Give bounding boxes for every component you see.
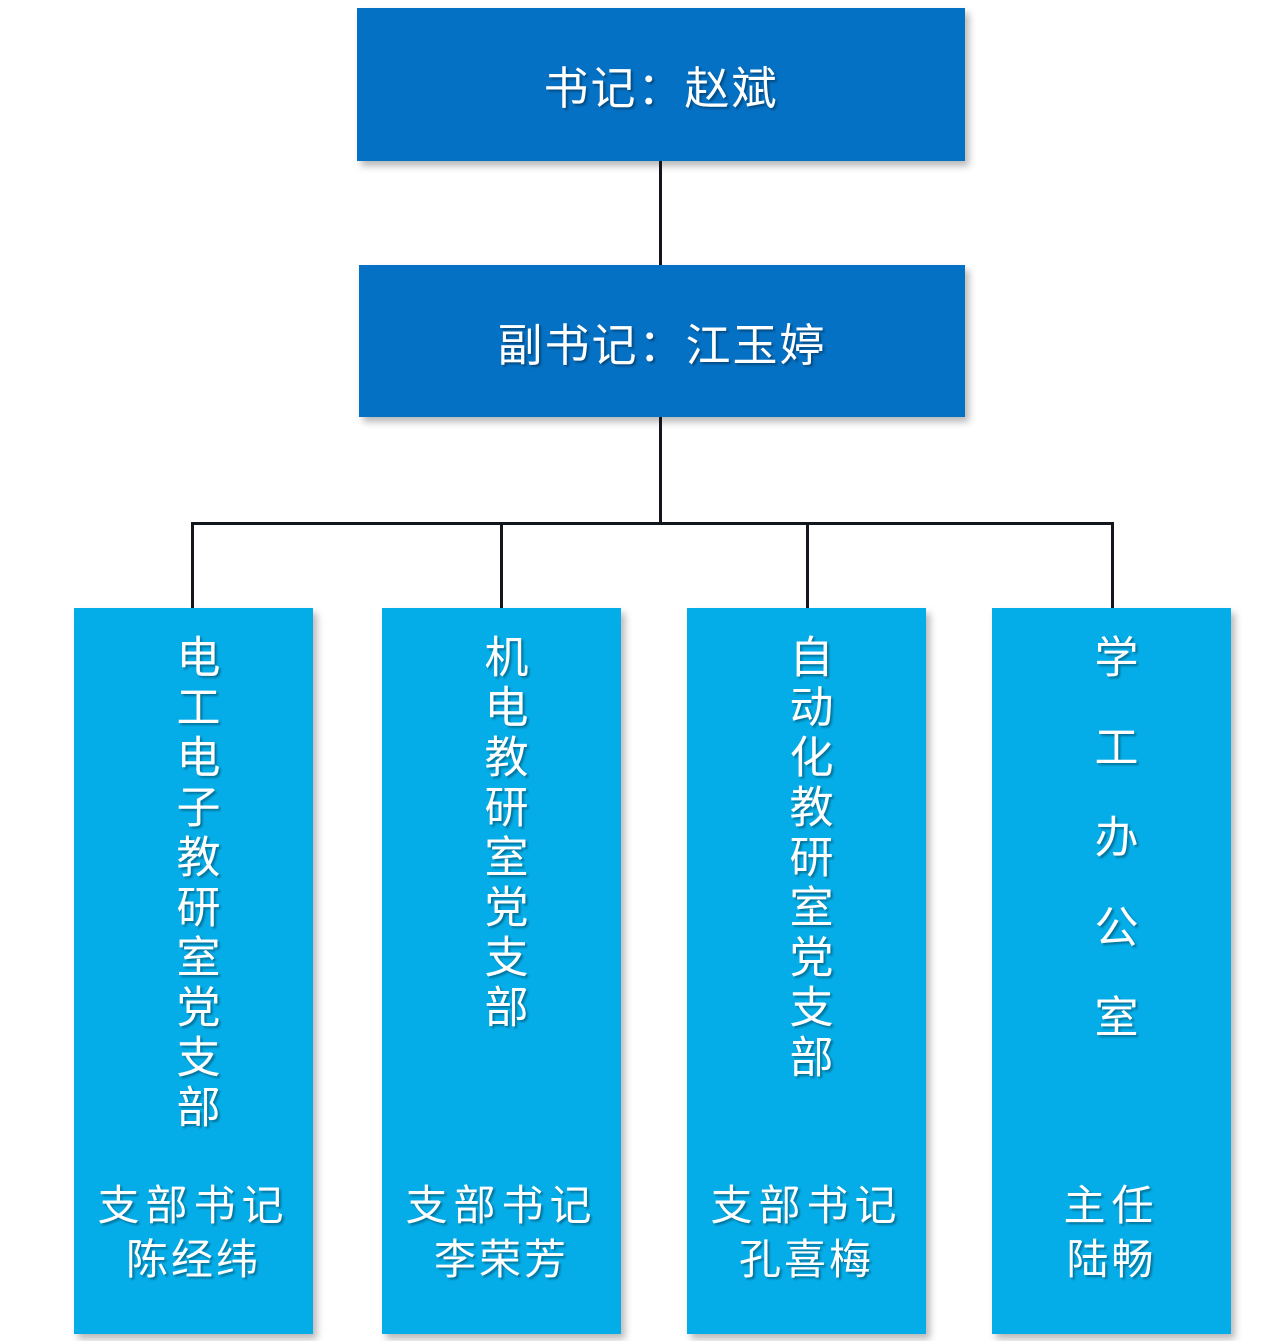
node-branch-electrical-name: 陈经纬 xyxy=(125,1236,261,1284)
connector-horizontal-bus xyxy=(191,522,1114,525)
node-branch-mechatronics-footer: 支部书记 李荣芳 xyxy=(382,1179,621,1288)
node-student-affairs-office-name: 陆畅 xyxy=(1066,1236,1157,1284)
node-branch-mechatronics-name: 李荣芳 xyxy=(433,1236,569,1284)
node-student-affairs-office-footer: 主任 陆畅 xyxy=(992,1179,1231,1288)
node-branch-mechatronics[interactable]: 机电教研室党支部 支部书记 李荣芳 xyxy=(382,608,621,1334)
node-branch-automation-role: 支部书记 xyxy=(710,1181,903,1229)
node-branch-mechatronics-role: 支部书记 xyxy=(405,1181,598,1229)
node-branch-electrical-role: 支部书记 xyxy=(97,1181,290,1229)
node-branch-automation[interactable]: 自动化教研室党支部 支部书记 孔喜梅 xyxy=(687,608,926,1334)
node-branch-electrical[interactable]: 电工电子教研室党支部 支部书记 陈经纬 xyxy=(74,608,313,1334)
connector-drop-2 xyxy=(500,522,503,608)
node-student-affairs-office-role: 主任 xyxy=(1063,1181,1160,1229)
connector-drop-4 xyxy=(1111,522,1114,608)
node-secretary[interactable]: 书记：赵斌 xyxy=(357,8,965,161)
node-branch-electrical-title: 电工电子教研室党支部 xyxy=(169,634,219,1134)
node-branch-electrical-footer: 支部书记 陈经纬 xyxy=(74,1179,313,1288)
node-branch-automation-title: 自动化教研室党支部 xyxy=(782,634,832,1084)
node-branch-mechatronics-title: 机电教研室党支部 xyxy=(477,634,527,1034)
node-branch-automation-footer: 支部书记 孔喜梅 xyxy=(687,1179,926,1288)
connector-drop-1 xyxy=(191,522,194,608)
node-student-affairs-office-title: 学工办公室 xyxy=(1087,634,1137,1084)
connector-drop-3 xyxy=(806,522,809,608)
node-secretary-label: 书记：赵斌 xyxy=(543,63,779,114)
connector-deputy-to-bus xyxy=(659,417,662,525)
node-student-affairs-office[interactable]: 学工办公室 主任 陆畅 xyxy=(992,608,1231,1334)
node-deputy-secretary[interactable]: 副书记：江玉婷 xyxy=(359,265,965,417)
node-branch-automation-name: 孔喜梅 xyxy=(738,1236,874,1284)
node-deputy-secretary-label: 副书记：江玉婷 xyxy=(497,319,827,371)
connector-secretary-to-deputy xyxy=(659,161,662,267)
